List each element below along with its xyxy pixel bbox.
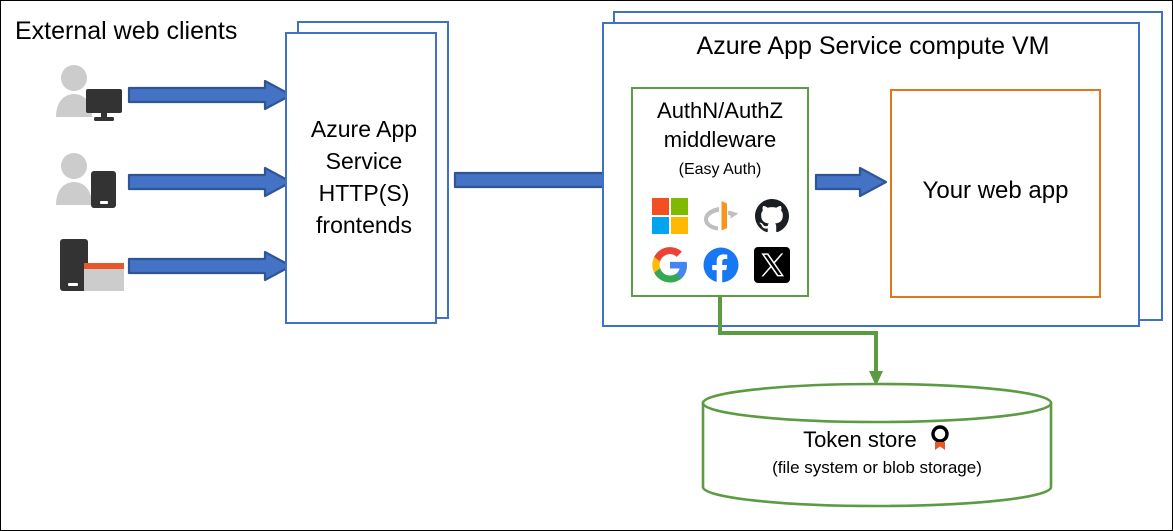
arrow-middleware-to-webapp <box>814 166 888 198</box>
frontend-label-line-4: frontends <box>316 212 412 238</box>
frontend-label-line-2: Service <box>325 148 403 174</box>
arrow-middleware-to-token-store <box>718 295 883 386</box>
client-icon-person-desktop <box>53 63 125 128</box>
middleware-title: AuthN/AuthZ middleware <box>633 96 807 154</box>
github-icon[interactable] <box>753 197 791 235</box>
microsoft-icon[interactable] <box>651 197 689 235</box>
facebook-icon[interactable] <box>702 246 740 284</box>
badge-icon <box>931 425 949 450</box>
webapp-label: Your web app <box>922 177 1069 204</box>
frontend-label-line-3: HTTP(S) <box>318 180 410 206</box>
frontend-label: Azure App Service HTTP(S) frontends <box>289 113 439 241</box>
user-phone-icon <box>56 153 116 208</box>
middleware-title-line-1: AuthN/AuthZ <box>657 98 783 123</box>
arrow-client-1-to-frontend <box>127 79 293 111</box>
vm-title: Azure App Service compute VM <box>696 32 1050 60</box>
x-twitter-icon[interactable] <box>753 246 791 284</box>
middleware-subtitle: (Easy Auth) <box>678 161 762 178</box>
arrow-client-2-to-frontend <box>127 166 293 198</box>
device-window-icon <box>60 239 124 291</box>
client-icon-device-window <box>56 237 128 302</box>
openid-connect-icon[interactable] <box>702 197 740 235</box>
external-clients-title: External web clients <box>15 17 238 45</box>
token-store-label: Token store <box>701 425 1053 453</box>
webapp-box[interactable] <box>890 89 1101 298</box>
user-desktop-icon <box>56 65 122 121</box>
middleware-title-line-2: middleware <box>663 127 777 152</box>
google-icon[interactable] <box>651 246 689 284</box>
token-store-sublabel: (file system or blob storage) <box>772 458 982 477</box>
frontend-label-line-1: Azure App <box>310 116 418 142</box>
arrow-client-3-to-frontend <box>127 250 293 282</box>
token-store-cylinder[interactable] <box>701 382 1053 508</box>
client-icon-person-phone <box>53 151 125 216</box>
frontend-box[interactable] <box>285 32 437 324</box>
identity-provider-logos <box>644 191 798 289</box>
token-store-label-text: Token store <box>803 427 917 452</box>
